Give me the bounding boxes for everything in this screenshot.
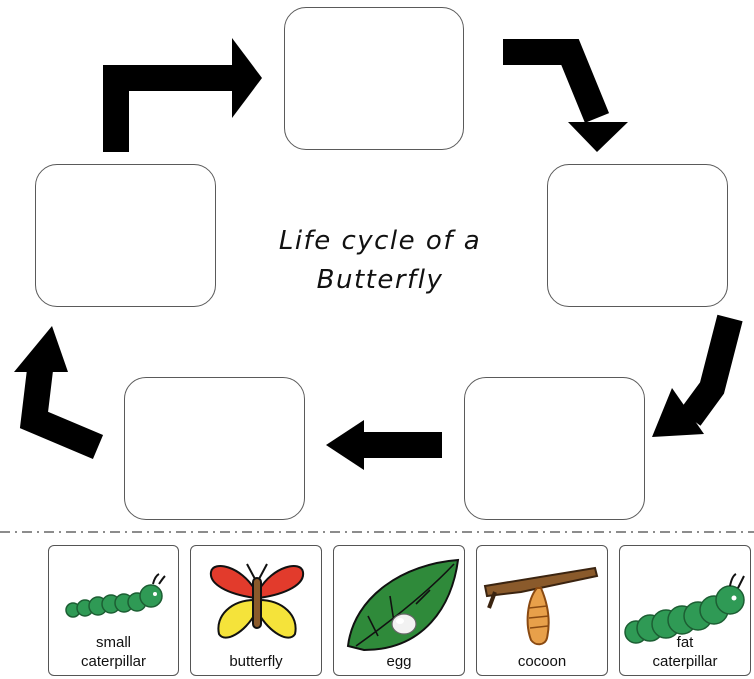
arrow-right-to-bottomright <box>679 314 743 426</box>
card-label: butterfly <box>229 653 283 670</box>
title-line-1: Life cycle of a <box>278 226 482 256</box>
card-label: cocoon <box>517 653 567 670</box>
arrow-left-to-top <box>103 65 232 152</box>
title-line-2: Butterfly <box>316 265 444 295</box>
arrow-bottomleft-to-left <box>19 368 104 459</box>
card-label: egg <box>386 653 412 670</box>
slot-top[interactable] <box>284 7 464 150</box>
slot-right[interactable] <box>547 164 728 307</box>
small-caterpillar-icon <box>65 573 166 618</box>
fat-caterpillar-icon <box>624 573 745 644</box>
arrowhead-1 <box>232 38 262 118</box>
slot-left[interactable] <box>35 164 216 307</box>
arrowhead-4 <box>326 420 364 470</box>
card-egg[interactable]: egg <box>333 545 465 676</box>
life-cycle-diagram <box>0 38 754 533</box>
arrowhead-5 <box>14 326 68 372</box>
slot-bottom-right[interactable] <box>464 377 645 520</box>
leaf-with-egg-icon <box>346 558 460 652</box>
card-butterfly[interactable]: butterfly <box>190 545 322 676</box>
slot-bottom-left[interactable] <box>124 377 305 520</box>
butterfly-icon <box>209 563 305 639</box>
arrow-top-to-right <box>503 39 610 123</box>
cocoon-icon <box>483 566 599 646</box>
arrowhead-2 <box>568 122 628 152</box>
card-cocoon[interactable]: cocoon <box>476 545 608 676</box>
arrowhead-3 <box>652 388 704 437</box>
